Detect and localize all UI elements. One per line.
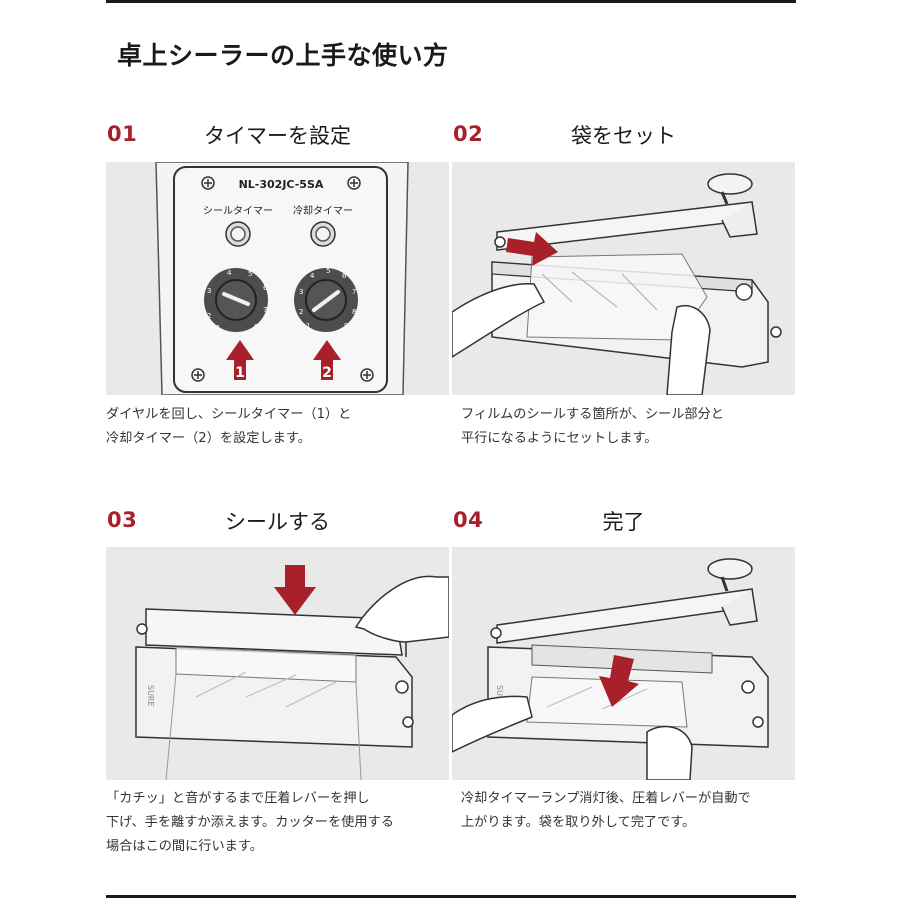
step-header: 03 シールする: [106, 508, 449, 548]
seal-illustration: SURE: [106, 547, 449, 780]
complete-illustration: SURE: [452, 547, 795, 780]
dial-mark: 8: [352, 308, 356, 316]
step-number: 02: [453, 122, 484, 146]
set-bag-illustration: [452, 162, 795, 395]
step-2: 02 袋をセット フィルムのシールする箇所が、シール部分と 平行になるようにセッ…: [452, 122, 795, 446]
step-header: 01 タイマーを設定: [106, 122, 449, 162]
dial-mark: 7: [263, 306, 267, 314]
step-title: シールする: [225, 510, 330, 534]
arrow-right-icon: [506, 232, 558, 266]
dial-mark: 7: [352, 288, 356, 296]
screw-icon: [360, 368, 374, 382]
dial-mark: 9: [344, 322, 348, 330]
screw-icon: [347, 176, 361, 190]
step-4: 04 完了 SURE 冷却タイマーランプ消灯後、圧着レバーが自動で 上がります。…: [452, 508, 795, 830]
dial-mark: 5: [326, 267, 330, 275]
step-1: 01 タイマーを設定 NL-302JC-5SA シールタイマー 冷却タイマー 1…: [106, 122, 449, 446]
dial-mark: 5: [248, 270, 252, 278]
dial-mark: 6: [263, 284, 268, 292]
step-header: 02 袋をセット: [452, 122, 795, 162]
arrow-down-icon: [599, 655, 639, 707]
seal-timer-label: シールタイマー: [203, 205, 273, 217]
dial-mark: 6: [342, 272, 347, 280]
page-title: 卓上シーラーの上手な使い方: [117, 41, 449, 70]
dial-mark: 3: [207, 287, 211, 295]
brand-label: SURE: [146, 685, 155, 707]
cooling-timer-dial: 1 2 3 4 5 6 7 8 9: [294, 267, 358, 332]
step-description: ダイヤルを回し、シールタイマー（1）と 冷却タイマー（2）を設定します。: [106, 407, 352, 446]
cooling-timer-lamp: [310, 221, 336, 247]
step-number: 03: [107, 508, 138, 532]
step-number: 04: [453, 508, 484, 532]
marker-1: 1: [235, 365, 245, 381]
arrow-up-icon: [226, 340, 254, 380]
step-description: フィルムのシールする箇所が、シール部分と 平行になるようにセットします。: [461, 407, 724, 446]
dial-mark: 3: [299, 288, 303, 296]
step-description: 冷却タイマーランプ消灯後、圧着レバーが自動で 上がります。袋を取り外して完了です…: [461, 791, 751, 830]
seal-timer-lamp: [225, 221, 251, 247]
bottom-divider: [106, 895, 796, 898]
step-3: 03 シールする SURE 「カチッ」と音がするまで圧着レバーを押し 下げ、手を…: [106, 508, 449, 854]
step-number: 01: [107, 122, 138, 146]
dial-mark: 4: [227, 269, 232, 277]
step-title: 完了: [602, 510, 645, 534]
model-label: NL-302JC-5SA: [239, 178, 324, 191]
cooling-timer-label: 冷却タイマー: [293, 204, 353, 217]
screw-icon: [201, 176, 215, 190]
step-header: 04 完了: [452, 508, 795, 548]
dial-mark: 8: [254, 323, 258, 331]
timer-panel-illustration: NL-302JC-5SA シールタイマー 冷却タイマー 1 2 3 4 5 6 …: [106, 162, 449, 395]
seal-timer-dial: 1 2 3 4 5 6 7 8: [204, 268, 268, 332]
dial-mark: 1: [306, 322, 310, 330]
dial-mark: 2: [207, 312, 211, 320]
arrow-up-icon: [313, 340, 341, 380]
screw-icon: [191, 368, 205, 382]
arrow-down-icon: [274, 565, 316, 615]
dial-mark: 1: [216, 324, 220, 332]
marker-2: 2: [322, 365, 332, 381]
dial-mark: 2: [299, 308, 303, 316]
step-description: 「カチッ」と音がするまで圧着レバーを押し 下げ、手を離すか添えます。カッターを使…: [106, 791, 394, 854]
brand-label: SURE: [495, 685, 504, 707]
step-title: 袋をセット: [571, 124, 676, 148]
step-title: タイマーを設定: [204, 124, 351, 148]
dial-mark: 4: [310, 272, 315, 280]
top-divider: [106, 0, 796, 3]
